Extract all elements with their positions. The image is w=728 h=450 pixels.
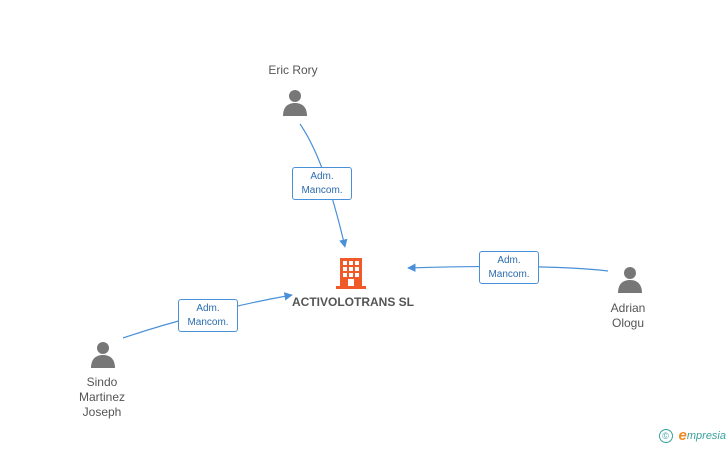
person-name-adrian[interactable]: Adrian Ologu (592, 301, 664, 331)
person-name-line: Ologu (611, 316, 645, 330)
person-name-line: Martinez (78, 390, 125, 404)
person-icon[interactable] (281, 88, 309, 116)
brand-watermark: © e mpresia (658, 427, 726, 444)
person-name-line: Eric Rory (268, 63, 318, 77)
relation-role: Mancom. (488, 269, 530, 280)
person-name-line: Joseph (82, 405, 122, 419)
relation-badge-eric[interactable]: Adm. Mancom. (292, 167, 352, 200)
person-name-sindo[interactable]: Sindo Martinez Joseph (66, 375, 138, 420)
relation-role: Mancom. (187, 317, 229, 328)
person-icon[interactable] (89, 340, 117, 368)
brand-logo-e: e (678, 427, 687, 444)
person-name-line: Adrian (610, 301, 646, 315)
person-name-line: Sindo (86, 375, 118, 389)
person-name-eric[interactable]: Eric Rory (252, 63, 334, 78)
relation-role: Mancom. (301, 185, 343, 196)
brand-name: mpresia (686, 429, 726, 442)
relation-badge-sindo[interactable]: Adm. Mancom. (178, 299, 238, 332)
person-icon[interactable] (616, 265, 644, 293)
copyright-icon: © (658, 428, 673, 443)
relation-role: Adm. (497, 255, 521, 266)
relation-role: Adm. (310, 171, 334, 182)
company-name[interactable]: ACTIVOLOTRANS SL (292, 295, 414, 309)
relation-role: Adm. (196, 303, 220, 314)
relation-badge-adrian[interactable]: Adm. Mancom. (479, 251, 539, 284)
building-icon[interactable] (334, 256, 368, 290)
